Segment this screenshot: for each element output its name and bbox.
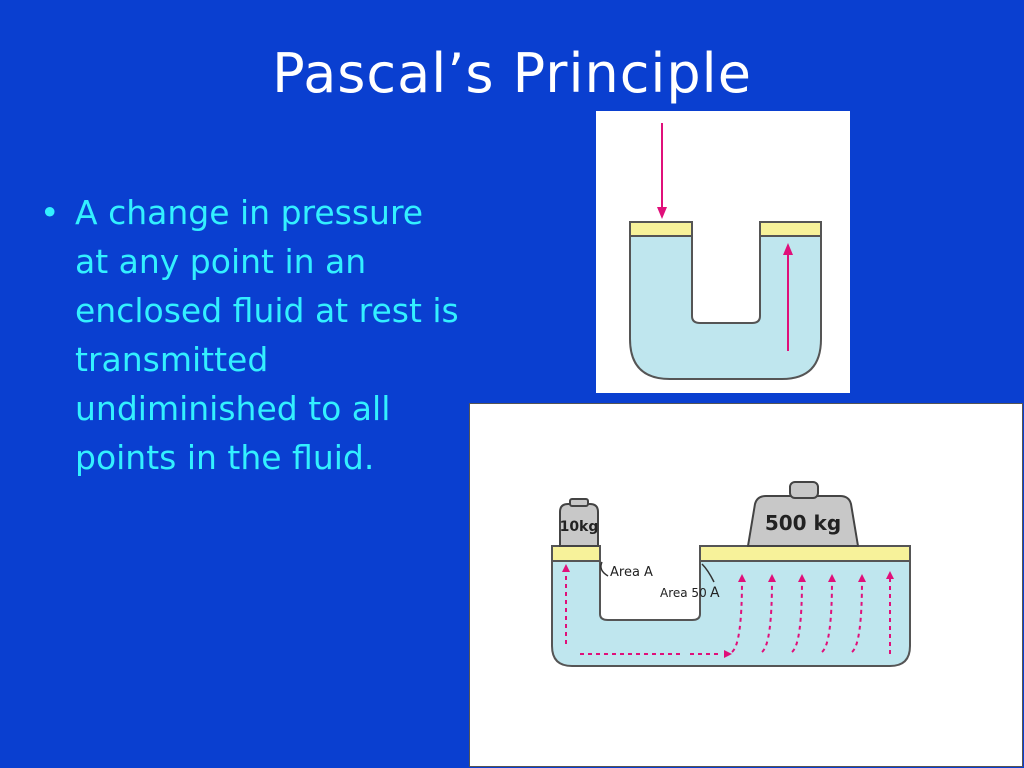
press-fluid [551,560,911,667]
bullet-point: • A change in pressure at any point in a… [40,188,460,482]
hydraulic-press-diagram: 10kg 500 kg Area A Area 50 A [470,404,1022,766]
pressure-arrow-heads [562,564,894,658]
large-weight-icon [746,495,860,547]
small-weight-icon [559,503,599,547]
down-arrow-head [657,207,667,219]
area-large-label-prefix: Area 50 [660,586,707,600]
arrow-curve-2 [761,578,773,653]
up-arrow-head [783,243,793,255]
area-50a-pointer [701,563,715,583]
u-tube-diagram [596,111,850,393]
slide-title: Pascal’s Principle [272,42,752,105]
large-weight-label: 500 kg [765,511,841,535]
area-large-label-suffix: A [710,585,720,601]
u-tube-fluid [629,235,822,380]
hydraulic-press-svg: 10kg 500 kg Area A Area 50 A [551,481,911,667]
right-piston [759,221,822,237]
left-piston [629,221,693,237]
large-piston [699,545,911,562]
arrow-curve-5 [851,578,863,653]
arrow-curve-1 [731,578,743,653]
u-tube-svg [629,123,822,380]
arrow-curve-3 [791,578,803,653]
bullet-dot: • [40,193,60,232]
bullet-text: A change in pressure at any point in an … [75,193,459,477]
large-weight-handle [789,481,819,499]
pressure-arrows [565,569,891,655]
area-small-label: Area A [610,565,653,580]
area-a-pointer [600,561,609,577]
arrow-curve-4 [821,578,833,653]
small-piston [551,545,601,562]
small-weight-label: 10kg [560,519,599,535]
small-weight-handle [569,498,589,507]
